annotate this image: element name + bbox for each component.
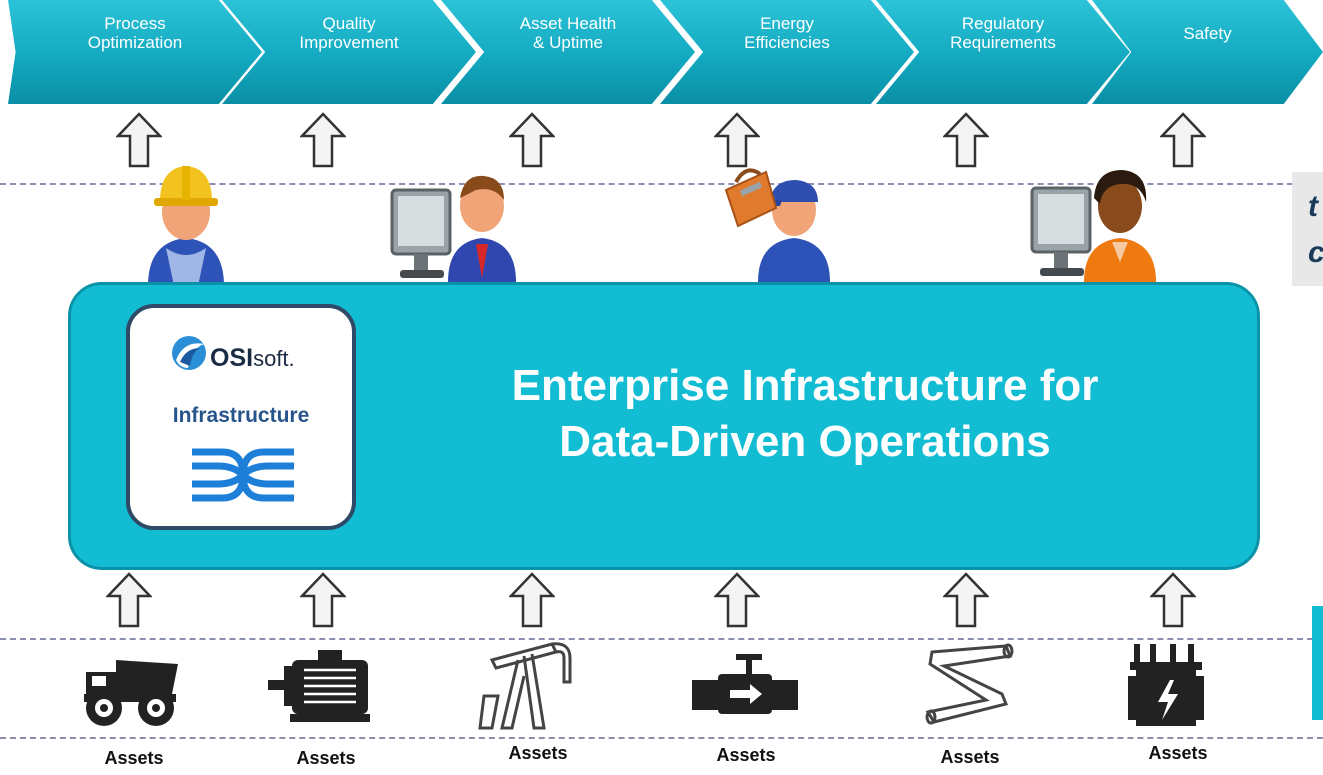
- outcome-asset-health: Asset Health & Uptime: [441, 0, 695, 104]
- separator-line-assets-top: [0, 638, 1323, 640]
- outcome-label: Quality Improvement: [299, 14, 399, 52]
- side-callout-box: [1292, 172, 1323, 286]
- osisoft-logo-icon: [172, 336, 206, 370]
- up-arrow-icon: [116, 112, 162, 168]
- hardhat-worker-icon: [148, 166, 224, 286]
- asset-label: Assets: [1148, 743, 1208, 763]
- outcome-label: Safety: [1183, 23, 1232, 43]
- pipeline-icon: [925, 643, 1014, 725]
- infrastructure-card-label: Infrastructure: [172, 404, 310, 427]
- separator-line-people: [0, 183, 1323, 185]
- up-arrow-icon: [1160, 112, 1206, 168]
- asset-label: Assets: [296, 748, 356, 768]
- up-arrow-icon: [943, 112, 989, 168]
- outcome-energy-efficiencies: Energy Efficiencies: [660, 0, 914, 104]
- separator-line-assets-bottom: [0, 737, 1323, 739]
- oil-pump-jack-icon: [478, 642, 572, 730]
- outcome-label: Regulatory Requirements: [950, 14, 1056, 52]
- brand-rest: soft.: [253, 346, 295, 371]
- up-arrow-icon: [509, 572, 555, 628]
- up-arrow-icon: [300, 112, 346, 168]
- osisoft-brand-text: OSIsoft.: [210, 344, 295, 373]
- outcome-label: Energy Efficiencies: [744, 14, 830, 52]
- desktop-analyst-icon: [390, 175, 516, 282]
- asset-label: Assets: [104, 748, 164, 768]
- side-callout-text: t: [1308, 190, 1318, 223]
- up-arrow-icon: [509, 112, 555, 168]
- valve-icon: [692, 654, 798, 714]
- up-arrow-icon: [106, 572, 152, 628]
- infrastructure-title: Enterprise Infrastructure for Data-Drive…: [511, 361, 1099, 466]
- mining-truck-icon: [84, 660, 178, 726]
- side-callout-text: c: [1308, 236, 1323, 270]
- toolbox-technician-icon: [724, 168, 830, 282]
- brand-bold: OSI: [210, 344, 254, 372]
- up-arrow-icon: [714, 572, 760, 628]
- asset-label: Assets: [716, 745, 776, 765]
- asset-label: Assets: [940, 747, 1000, 767]
- outcome-label: Process Optimization: [87, 14, 183, 52]
- side-accent-bar: [1312, 606, 1323, 720]
- outcome-process-optimization: Process Optimization: [8, 0, 262, 104]
- desktop-operator-icon: [1030, 170, 1156, 282]
- asset-label: Assets: [508, 743, 568, 763]
- electric-motor-icon: [268, 650, 370, 722]
- outcome-label: Asset Health & Uptime: [519, 14, 617, 52]
- up-arrow-icon: [714, 112, 760, 168]
- outcome-regulatory-requirements: Regulatory Requirements: [876, 0, 1130, 104]
- transformer-icon: [1128, 644, 1204, 726]
- osisoft-logo-card: OSIsoft. Infrastructure: [126, 304, 356, 530]
- up-arrow-icon: [300, 572, 346, 628]
- up-arrow-icon: [943, 572, 989, 628]
- up-arrow-icon: [1150, 572, 1196, 628]
- pi-infrastructure-icon: [192, 448, 294, 502]
